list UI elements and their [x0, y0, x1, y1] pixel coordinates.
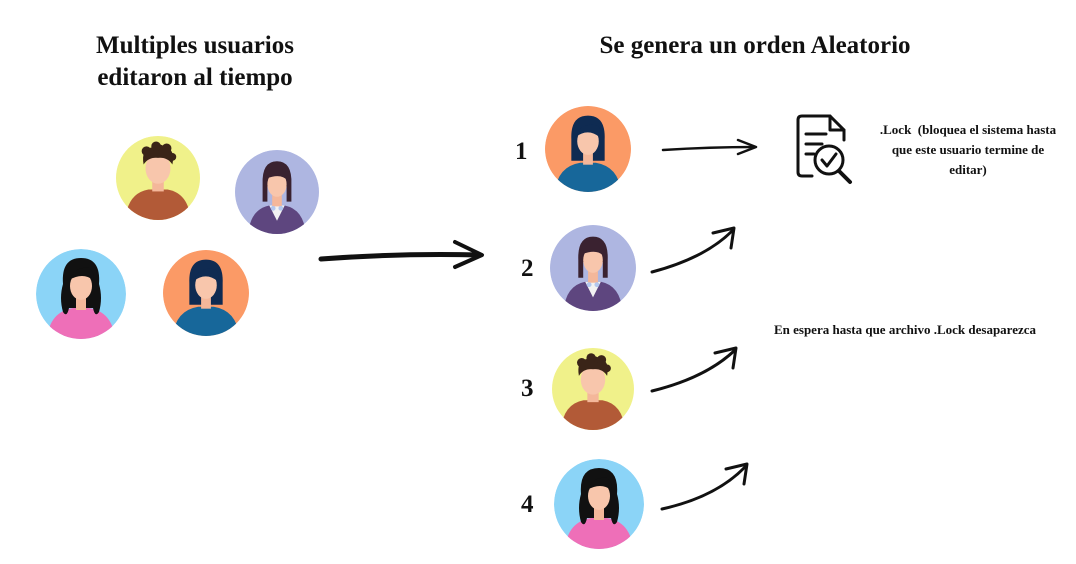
- order-number-1: 1: [515, 138, 528, 165]
- avatar-2-woman-suit: [550, 225, 636, 311]
- order-number-3: 3: [521, 375, 534, 402]
- avatar-woman-blue-left: [163, 250, 249, 336]
- arrow-right-icon: [661, 138, 758, 156]
- wait-note: En espera hasta que archivo .Lock desapa…: [773, 322, 1037, 337]
- left-title-line1: Multiples usuarios: [96, 32, 294, 59]
- left-title: Multiples usuarios editaron al tiempo: [60, 30, 330, 94]
- order-number-4: 4: [521, 491, 534, 518]
- curved-arrow-2-icon: [650, 226, 736, 274]
- avatar-1-woman-blue: [545, 106, 631, 192]
- document-search-check-icon: [796, 114, 852, 184]
- order-number-2: 2: [521, 255, 534, 282]
- curved-arrow-4-icon: [660, 462, 749, 511]
- curved-arrow-3-icon: [650, 346, 738, 393]
- lock-note-line2: que este usuario termine de: [891, 142, 1045, 157]
- lock-note-line3: editar): [949, 162, 987, 177]
- avatar-man-left: [116, 136, 200, 220]
- avatar-woman-long-hair-left: [36, 249, 126, 339]
- main-arrow-icon: [318, 240, 484, 269]
- lock-note: .Lock (bloquea el sistema hasta que este…: [866, 120, 1070, 180]
- right-title: Se genera un orden Aleatorio: [599, 32, 911, 59]
- avatar-3-man: [552, 348, 634, 430]
- left-title-line2: editaron al tiempo: [97, 64, 293, 91]
- avatar-4-woman-long-hair: [554, 459, 644, 549]
- avatar-woman-suit-left: [235, 150, 319, 234]
- lock-note-line1: .Lock (bloquea el sistema hasta: [879, 122, 1057, 137]
